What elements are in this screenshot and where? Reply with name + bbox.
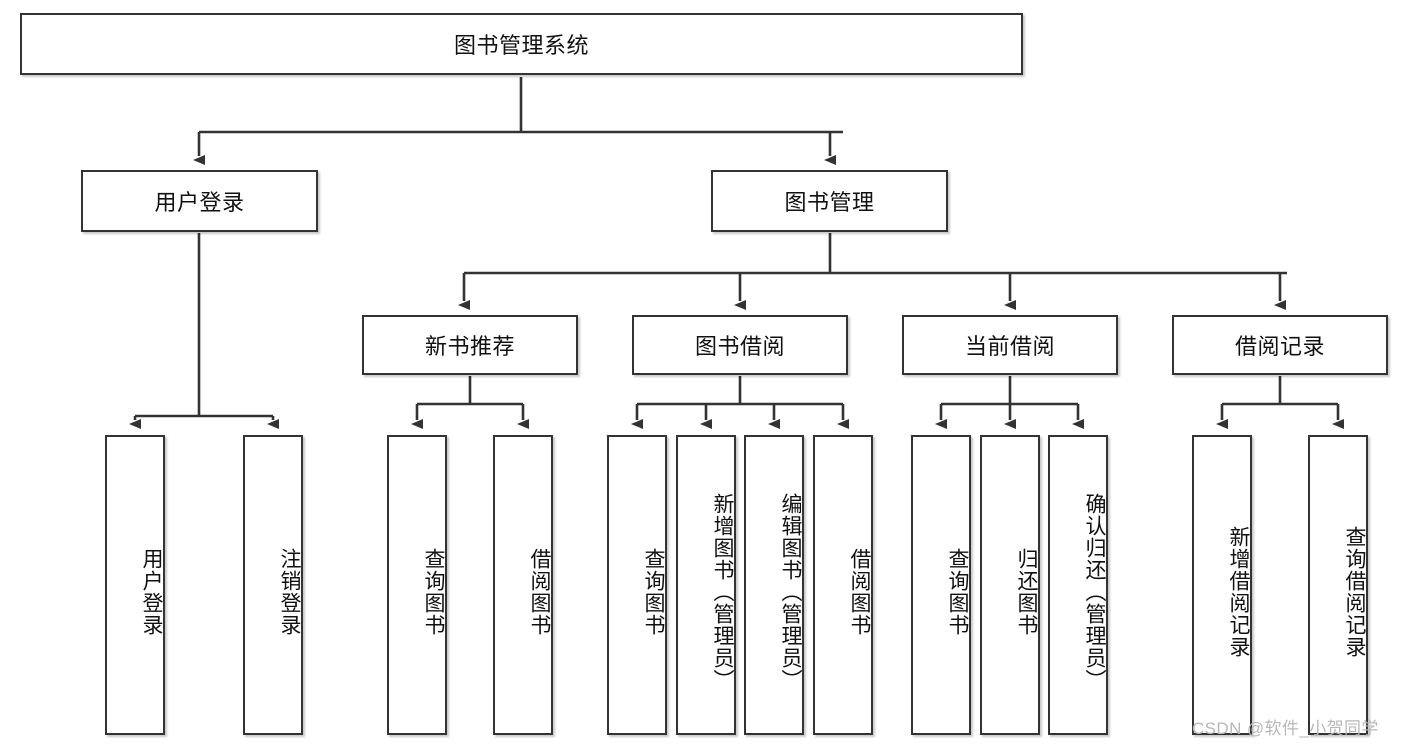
node-label: 图书管理系统	[453, 33, 589, 58]
leaf-query-borrow-record[interactable]: 查询借阅记录	[1308, 435, 1368, 735]
node-label: 新书推荐	[424, 334, 515, 359]
node-book-management[interactable]: 图书管理	[711, 170, 948, 232]
leaf-query-book-borrowing[interactable]: 查询图书	[607, 435, 667, 735]
node-label: 当前借阅	[964, 334, 1055, 359]
node-label: 图书管理	[784, 190, 875, 215]
node-label: 注销登录	[278, 548, 301, 636]
node-label: 新增图书（管理员）	[711, 493, 734, 691]
node-label: 查询图书	[946, 548, 969, 636]
node-label: 编辑图书（管理员）	[779, 493, 802, 691]
node-label: 查询图书	[642, 548, 665, 636]
csdn-watermark: CSDN @软件_小贺同学	[1192, 719, 1379, 738]
leaf-edit-book-admin[interactable]: 编辑图书（管理员）	[744, 435, 804, 735]
leaf-query-book-newbook[interactable]: 查询图书	[387, 435, 447, 735]
leaf-return-book[interactable]: 归还图书	[980, 435, 1040, 735]
node-label: 确认归还（管理员）	[1083, 493, 1106, 691]
node-label: 借阅记录	[1234, 334, 1325, 359]
leaf-query-book-current[interactable]: 查询图书	[911, 435, 971, 735]
leaf-add-borrow-record[interactable]: 新增借阅记录	[1192, 435, 1252, 735]
leaf-user-login[interactable]: 用户登录	[105, 435, 165, 735]
node-label: 归还图书	[1015, 548, 1038, 636]
node-label: 查询借阅记录	[1343, 526, 1366, 658]
leaf-add-book-admin[interactable]: 新增图书（管理员）	[676, 435, 736, 735]
node-label: 借阅图书	[528, 548, 551, 636]
node-label: 借阅图书	[848, 548, 871, 636]
node-user-login[interactable]: 用户登录	[81, 170, 318, 232]
node-new-book-recommendation[interactable]: 新书推荐	[362, 315, 578, 375]
node-label: 新增借阅记录	[1227, 526, 1250, 658]
node-root-book-management-system[interactable]: 图书管理系统	[20, 13, 1023, 75]
leaf-logout[interactable]: 注销登录	[243, 435, 303, 735]
node-label: 查询图书	[422, 548, 445, 636]
node-current-borrowing[interactable]: 当前借阅	[902, 315, 1118, 375]
node-borrowing-record[interactable]: 借阅记录	[1172, 315, 1388, 375]
node-label: 用户登录	[140, 548, 163, 636]
node-label: 图书借阅	[694, 334, 785, 359]
node-book-borrowing[interactable]: 图书借阅	[632, 315, 848, 375]
leaf-confirm-return-admin[interactable]: 确认归还（管理员）	[1048, 435, 1108, 735]
leaf-borrow-book-borrowing[interactable]: 借阅图书	[813, 435, 873, 735]
leaf-borrow-book-newbook[interactable]: 借阅图书	[493, 435, 553, 735]
node-label: 用户登录	[154, 190, 245, 215]
